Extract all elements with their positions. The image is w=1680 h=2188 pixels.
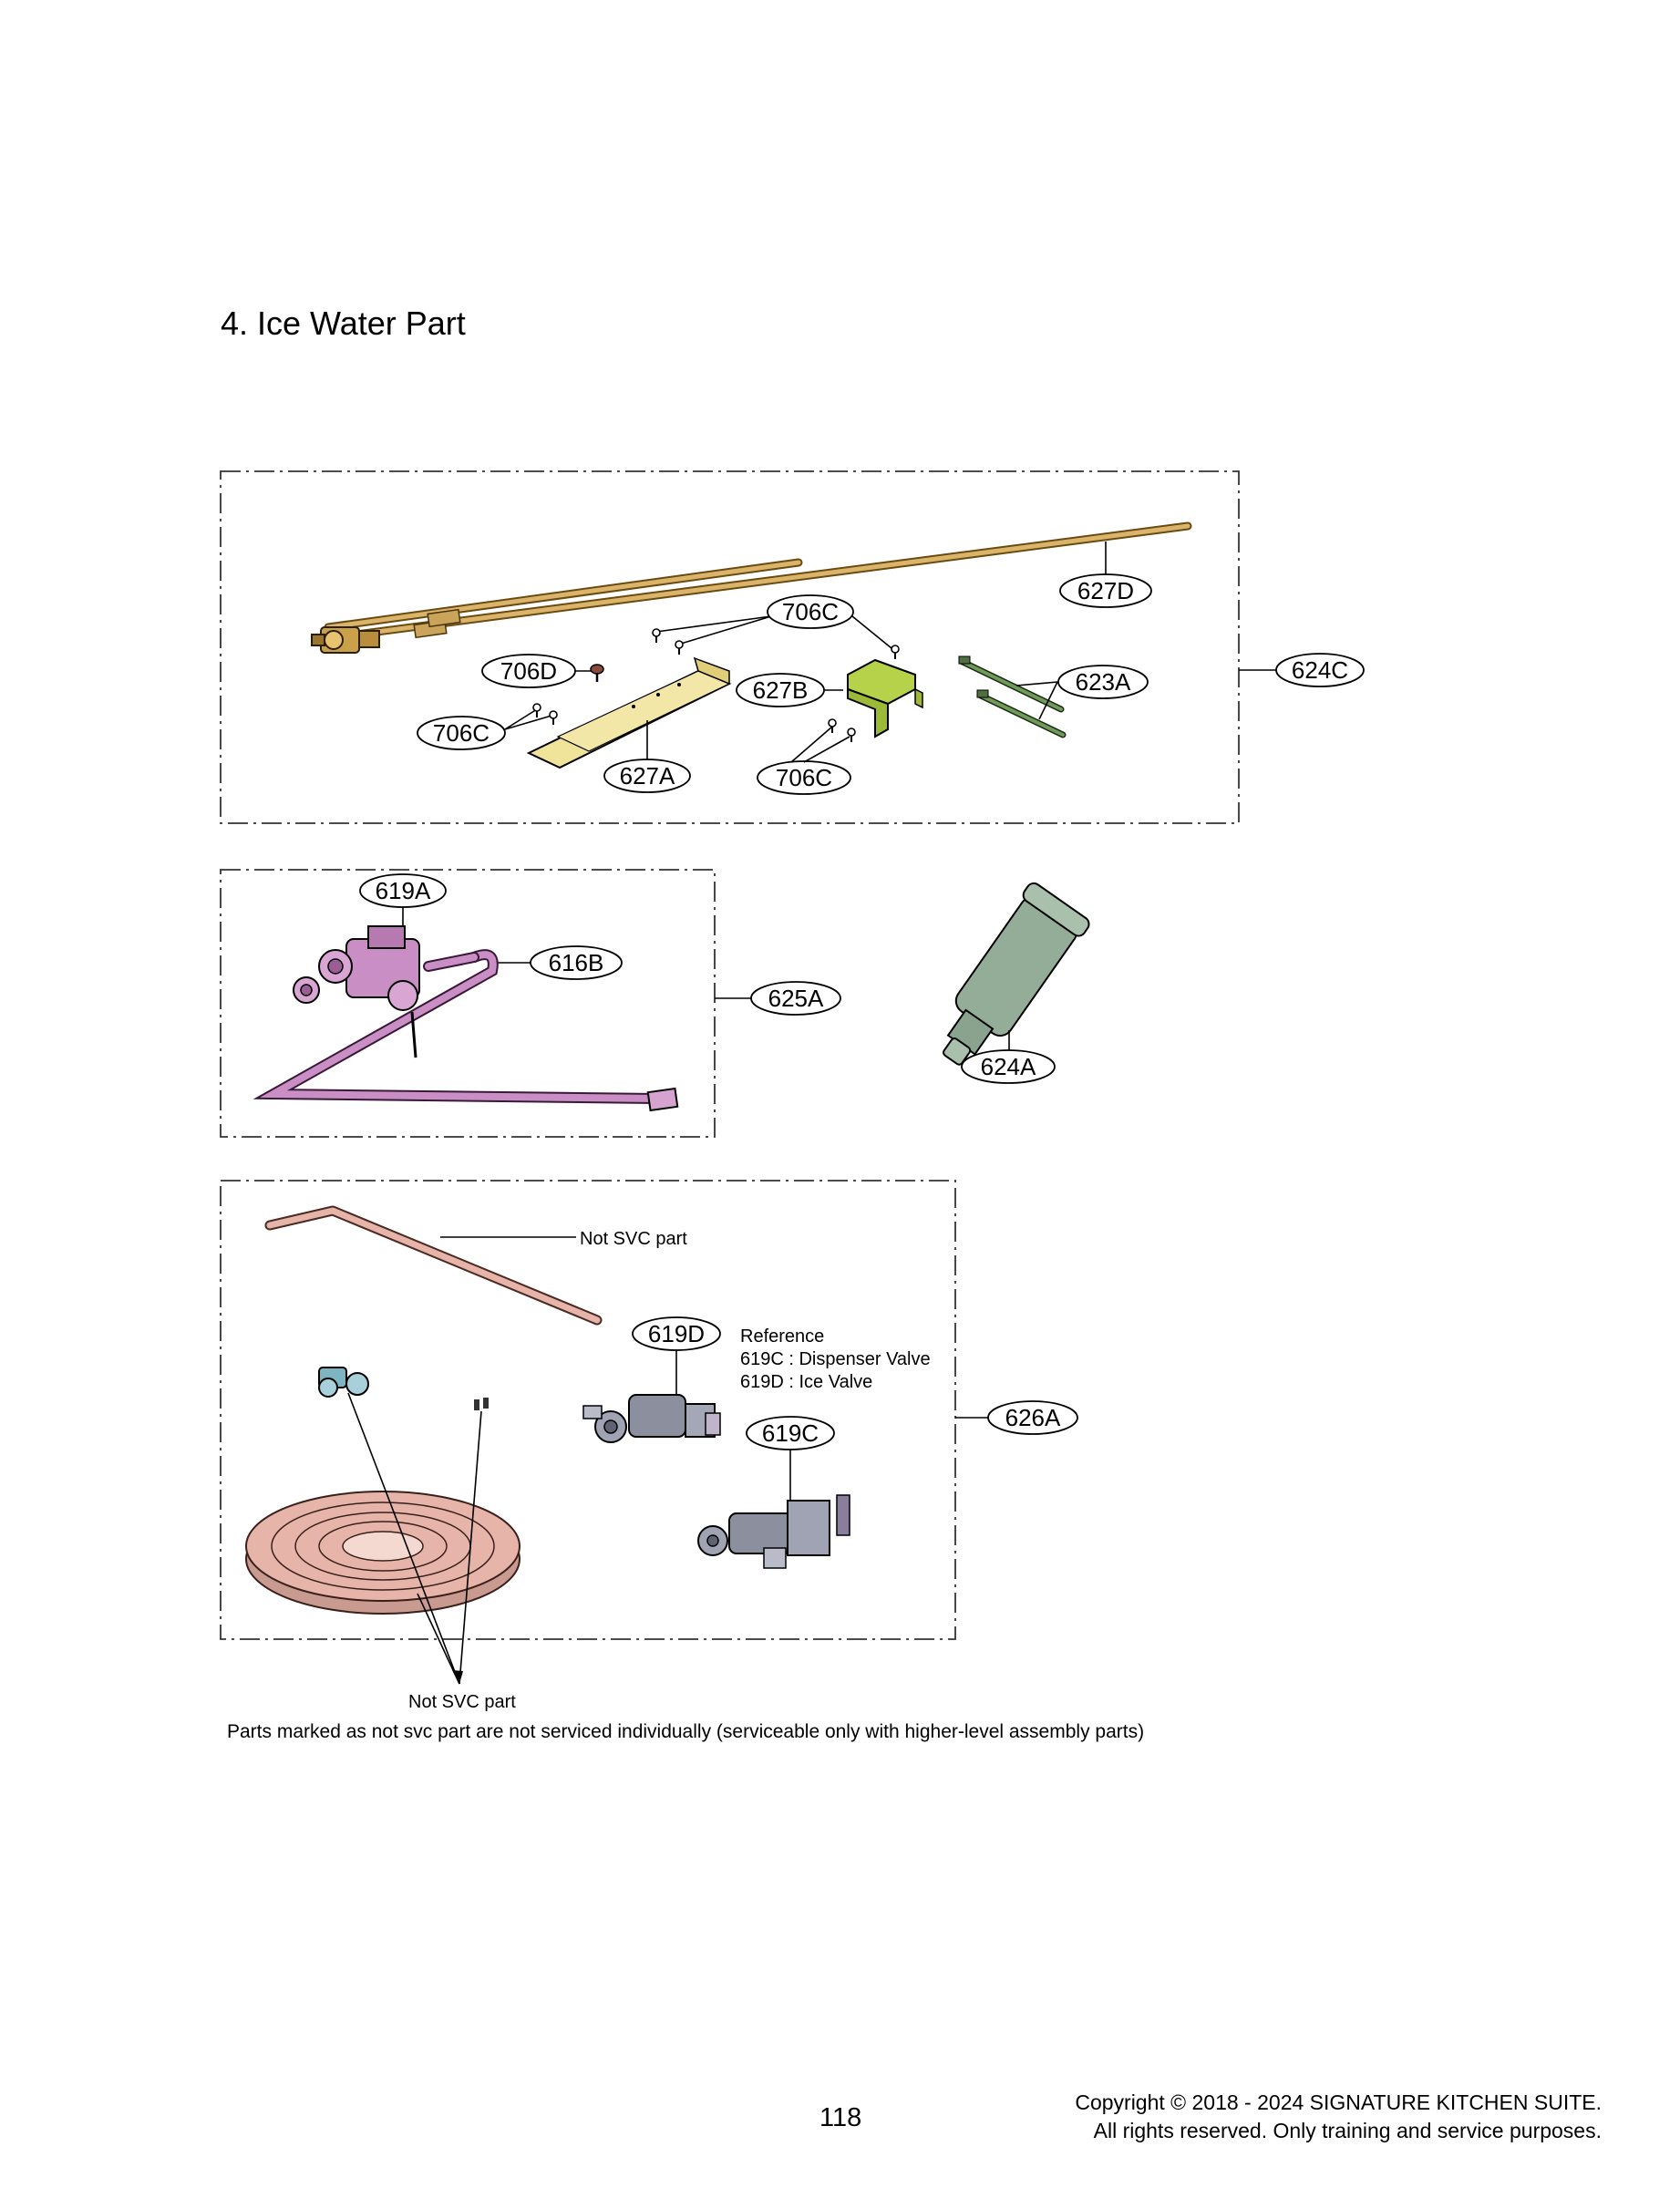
callout-627B-label: 627B xyxy=(753,676,809,704)
callout-706C-left[interactable] xyxy=(417,716,506,750)
reference-619C: 619C : Dispenser Valve xyxy=(740,1349,931,1369)
strap-623A xyxy=(958,655,1067,738)
callout-624A-label: 624A xyxy=(981,1053,1036,1080)
screw-706C-left xyxy=(532,703,558,725)
tube-fitting xyxy=(318,1367,369,1398)
screw-706C-bottom xyxy=(828,718,856,742)
copyright-line-2: All rights reserved. Only training and s… xyxy=(1093,2119,1602,2142)
screw-706C xyxy=(652,628,900,659)
callout-706C-bottom[interactable] xyxy=(757,760,851,795)
ice-valve-619D xyxy=(582,1394,721,1443)
bracket-627B xyxy=(847,658,923,738)
water-filter-624A xyxy=(943,882,1090,1066)
callout-625A-label: 625A xyxy=(768,985,824,1012)
callout-619D-label: 619D xyxy=(648,1320,705,1347)
group-box-624C xyxy=(220,470,1240,824)
water-tube-627D xyxy=(311,521,1192,654)
callout-619A-label: 619A xyxy=(376,877,431,904)
not-svc-label-tube: Not SVC part xyxy=(580,1229,687,1249)
callout-624C[interactable] xyxy=(1275,653,1365,687)
callout-706D-label: 706D xyxy=(500,657,557,685)
callout-623A[interactable] xyxy=(1057,665,1149,699)
callout-627D[interactable] xyxy=(1059,573,1152,608)
callout-619C-label: 619C xyxy=(762,1419,819,1447)
callout-624A[interactable] xyxy=(961,1049,1056,1084)
reference-619D: 619D : Ice Valve xyxy=(740,1372,872,1392)
bracket-plate-627A xyxy=(526,656,732,769)
copyright: Copyright © 2018 - 2024 SIGNATURE KITCHE… xyxy=(1075,2089,1602,2145)
callout-623A-label: 623A xyxy=(1076,668,1131,696)
callout-706C-bottom-label: 706C xyxy=(776,764,832,791)
copyright-line-1: Copyright © 2018 - 2024 SIGNATURE KITCHE… xyxy=(1075,2090,1602,2114)
group-box-626A xyxy=(220,1180,956,1640)
water-tube-not-svc xyxy=(264,1205,603,1326)
screw-706D xyxy=(590,664,604,682)
callout-706C-left-label: 706C xyxy=(433,719,490,747)
tube-end-valve xyxy=(311,626,380,654)
callout-616B-label: 616B xyxy=(549,949,604,976)
callout-627A[interactable] xyxy=(603,759,691,793)
page-title: 4. Ice Water Part xyxy=(221,304,466,342)
callout-625A[interactable] xyxy=(750,981,841,1016)
group-box-625A xyxy=(220,869,716,1138)
callout-627D-label: 627D xyxy=(1077,577,1134,604)
callout-624C-label: 624C xyxy=(1292,656,1348,684)
callout-706C-top[interactable] xyxy=(767,594,854,629)
page-number: 118 xyxy=(819,2103,862,2132)
valve-assembly-619A-616B xyxy=(253,925,679,1112)
callout-706C-top-label: 706C xyxy=(782,598,839,625)
callout-627A-label: 627A xyxy=(620,762,675,790)
not-svc-label-coil: Not SVC part xyxy=(408,1692,516,1712)
reference-title: Reference xyxy=(740,1326,824,1347)
tubing-coil-not-svc xyxy=(245,1491,520,1615)
footnote: Parts marked as not svc part are not ser… xyxy=(227,1721,1145,1742)
tube-clips xyxy=(474,1398,489,1410)
callout-626A[interactable] xyxy=(987,1400,1078,1435)
dispenser-valve-619C xyxy=(697,1494,850,1569)
callout-626A-label: 626A xyxy=(1005,1404,1061,1431)
